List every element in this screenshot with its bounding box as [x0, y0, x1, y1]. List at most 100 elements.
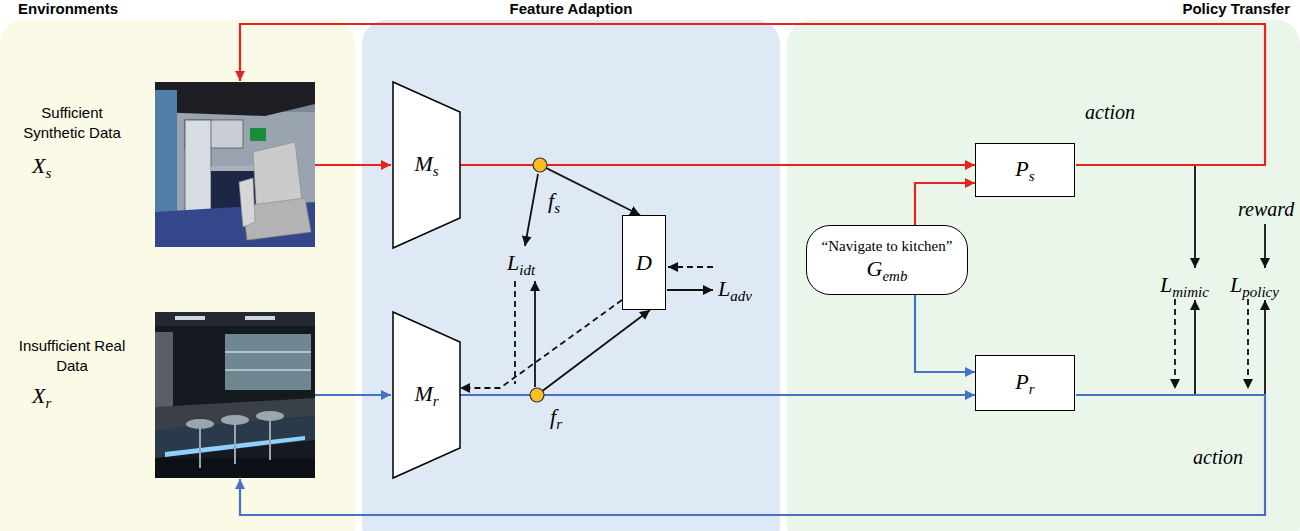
math-subscript: mimic [1172, 284, 1209, 300]
node-text: “Navigate to kitchen” [822, 237, 953, 256]
math-symbol: D [636, 250, 652, 275]
data-label: Insufficient Real Data [12, 336, 132, 376]
label-holder: Xr [32, 383, 51, 411]
scene-stool-seat [256, 411, 284, 421]
signal-label: action [1193, 445, 1243, 469]
scene-light [175, 316, 205, 320]
loss-symbol: Lmimic [1160, 272, 1209, 300]
label-holder: Lidt [507, 250, 535, 278]
panel-heading: Environments [0, 0, 355, 18]
feature-dot [533, 158, 547, 172]
loss-arrow [534, 281, 536, 387]
math-subscript: r [1029, 381, 1035, 397]
scene-green-panel [250, 128, 266, 141]
math-subscript: r [433, 393, 439, 409]
data-symbol: Xs [32, 153, 51, 181]
node-text: Ps [1015, 156, 1034, 184]
math-subscript: s [433, 163, 439, 179]
math-symbol: f [550, 404, 556, 429]
encoder-trapezoid: Mr [393, 312, 460, 478]
math-subscript: r [45, 395, 51, 411]
reward-arrow [1264, 224, 1266, 268]
policy-box: Pr [975, 355, 1075, 411]
loss-symbol: Ladv [718, 276, 752, 304]
loss-arrow [1194, 300, 1196, 394]
discriminator-box: D [622, 215, 666, 310]
math-symbol: L [507, 250, 519, 275]
synthetic-scene [155, 82, 315, 247]
math-subscript: policy [1242, 284, 1279, 300]
node-text: Gemb [867, 256, 908, 284]
label-holder: Xs [32, 153, 51, 181]
math-subscript: emb [882, 268, 907, 284]
label-holder: Insufficient Real Data [12, 336, 132, 376]
scene-shelf [225, 351, 311, 353]
math-subscript: s [45, 165, 51, 181]
panel-heading: Feature Adaption [362, 0, 780, 18]
math-symbol: L [1230, 272, 1242, 297]
label-holder: reward [1238, 197, 1294, 221]
node-text: Mr [414, 381, 438, 409]
loss-arrow [1194, 166, 1196, 268]
feature-symbol: fr [550, 404, 562, 432]
label-holder: action [1085, 100, 1135, 124]
scene-light [245, 316, 275, 320]
math-subscript: idt [519, 262, 535, 278]
scene-stool-leg [199, 428, 201, 468]
label-holder: action [1193, 445, 1243, 469]
scene-fridge [185, 120, 211, 212]
signal-label: reward [1238, 197, 1294, 221]
panel-heading: Policy Transfer [787, 0, 1300, 18]
math-symbol: M [414, 151, 432, 176]
math-subscript: adv [730, 288, 752, 304]
math-symbol: P [1015, 369, 1028, 394]
scene-shelves [225, 334, 311, 390]
real-scene [155, 312, 315, 478]
math-symbol: P [1015, 156, 1028, 181]
data-label: Sufficient Synthetic Data [12, 103, 132, 143]
math-symbol: L [1160, 272, 1172, 297]
node-text: Ms [414, 151, 438, 179]
input-arrow [315, 394, 391, 396]
math-subscript: s [554, 200, 560, 216]
panel-band: Feature AdaptionMsMrD [362, 20, 780, 531]
label-holder: fs [548, 188, 560, 216]
trapezoid-shape [393, 82, 460, 248]
feature-symbol: fs [548, 188, 560, 216]
signal-label: action [1085, 100, 1135, 124]
loss-symbol: Lidt [507, 250, 535, 278]
goal-box: “Navigate to kitchen”Gemb [806, 225, 968, 295]
label-holder: Ladv [718, 276, 752, 304]
loss-symbol: Lpolicy [1230, 272, 1279, 300]
encoder-trapezoid: Ms [393, 82, 460, 248]
label-holder: fr [550, 404, 562, 432]
scene-stool-leg [234, 424, 236, 464]
input-arrow [315, 164, 391, 166]
policy-box: Ps [975, 143, 1075, 197]
scene-ceiling [155, 82, 315, 116]
math-symbol: X [32, 383, 45, 408]
node-text: Pr [1015, 369, 1034, 397]
label-holder: Lmimic [1160, 272, 1209, 300]
label-holder: Lpolicy [1230, 272, 1279, 300]
node-text: D [636, 250, 652, 276]
math-symbol: M [414, 381, 432, 406]
math-symbol: G [867, 256, 883, 281]
scene-shelf [225, 369, 311, 371]
loss-arrow [1264, 300, 1266, 394]
feature-dot [530, 388, 544, 402]
scene-stool-seat [186, 419, 214, 429]
scene-stool-leg [269, 420, 271, 460]
trapezoid-shape [393, 312, 460, 478]
label-holder: Sufficient Synthetic Data [12, 103, 132, 143]
data-symbol: Xr [32, 383, 51, 411]
scene-stool-seat [221, 415, 249, 425]
math-symbol: f [548, 188, 554, 213]
scene-chair-arm [239, 178, 255, 227]
loss-arrow [667, 289, 713, 291]
math-subscript: r [556, 416, 562, 432]
math-symbol: L [718, 276, 730, 301]
scene-wall [155, 82, 315, 247]
math-symbol: X [32, 153, 45, 178]
math-subscript: s [1029, 168, 1035, 184]
